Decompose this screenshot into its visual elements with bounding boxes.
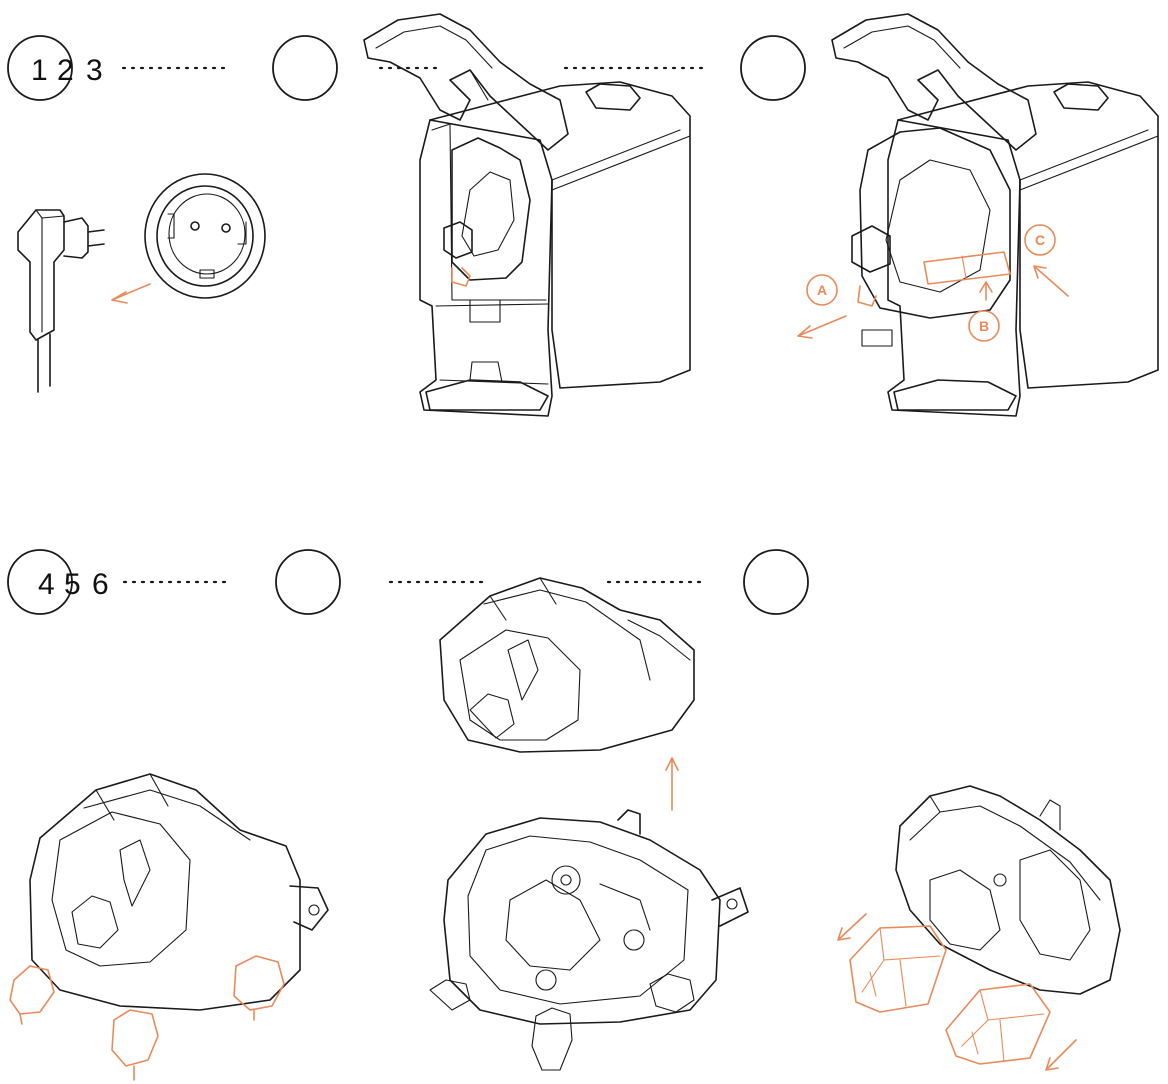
step-number-2: 2	[57, 54, 74, 87]
callout-label-b: B	[979, 318, 989, 334]
callout-label-a: A	[817, 282, 827, 298]
parts-removal-illustration	[837, 785, 1121, 1071]
grip-area	[923, 251, 1011, 285]
step-number-6: 6	[92, 568, 109, 601]
release-latch	[857, 285, 877, 307]
callout-b: B	[968, 310, 1000, 342]
wall-socket	[144, 173, 266, 299]
brewing-unit-removal-illustration: A B C	[797, 13, 1159, 417]
step-number-5: 5	[64, 568, 81, 601]
step-4-circle	[7, 549, 73, 615]
machine-open-illustration	[363, 13, 691, 417]
power-plug	[17, 209, 105, 393]
step-1-circle	[7, 35, 73, 101]
step-row-2: 4 5 6	[7, 549, 809, 615]
foot-bottom	[111, 1009, 159, 1067]
callout-label-c: C	[1035, 232, 1045, 248]
foot-right	[233, 955, 285, 1011]
step-number-1: 1	[31, 54, 48, 87]
removed-part-left	[849, 925, 947, 1013]
press-arrow-c	[1033, 265, 1069, 297]
remove-arrow-right	[1045, 1039, 1077, 1071]
brewing-unit-feet-illustration	[9, 773, 329, 1081]
cover-lift-illustration	[429, 577, 749, 1071]
callout-c: C	[1024, 224, 1056, 256]
step-2-circle	[272, 35, 338, 101]
release-latch	[451, 267, 471, 287]
unplug-arrow	[111, 283, 151, 304]
removed-part-right	[945, 983, 1051, 1065]
step-3-circle	[740, 35, 806, 101]
step-number-3: 3	[86, 54, 103, 87]
step-row-1: 1 2 3	[7, 35, 806, 101]
step-5-circle	[275, 549, 341, 615]
step-number-4: 4	[38, 568, 55, 601]
unplug-illustration	[17, 173, 266, 393]
lift-arrow	[665, 757, 679, 811]
push-arrow-b	[979, 281, 993, 301]
pull-arrow	[797, 315, 847, 339]
step-6-circle	[743, 549, 809, 615]
foot-left	[9, 965, 55, 1015]
callout-a: A	[806, 274, 838, 306]
remove-arrow-left	[837, 913, 867, 941]
